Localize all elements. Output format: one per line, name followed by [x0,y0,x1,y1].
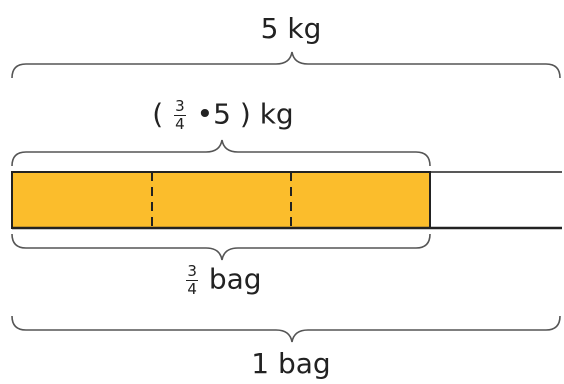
fraction-numerator: 3 [174,97,186,116]
fraction-numerator: 3 [186,262,198,281]
bar-shaded-part [11,171,431,229]
top-brace-whole [11,51,561,79]
part-bag-fraction: 3 4 [186,264,198,297]
whole-weight-label: 5 kg [260,12,322,45]
close-paren: ) [239,97,251,131]
bottom-brace-whole [11,315,561,343]
fraction-denominator: 4 [175,115,185,133]
whole-bag-label: 1 bag [251,347,331,380]
bottom-brace-part [11,233,431,261]
part-bag-label: 3 4 bag [168,264,278,297]
factor-value: 5 [213,97,231,131]
part-weight-fraction: 3 4 [174,99,186,132]
unit-bag: bag [208,262,262,296]
unit-kg: kg [259,97,294,131]
fraction-denominator: 4 [187,280,197,298]
part-weight-label: ( 3 4 •5 ) kg [138,99,308,132]
multiply-dot: • [196,97,214,131]
top-brace-part [11,139,431,167]
open-paren: ( [152,97,164,131]
